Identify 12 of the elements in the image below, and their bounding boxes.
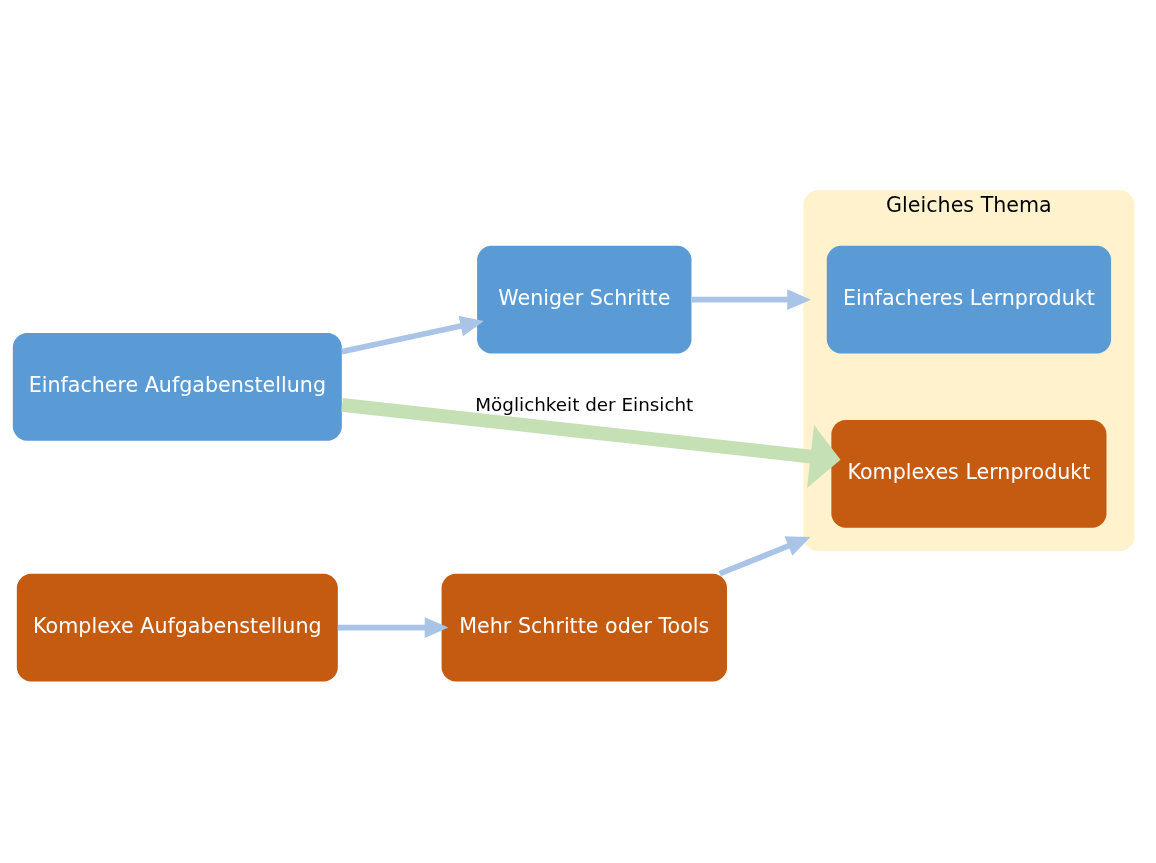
arrow — [718, 536, 811, 577]
node-box: Einfacheres Lernprodukt — [826, 245, 1112, 354]
node-box: Komplexe Aufgabenstellung — [16, 573, 338, 682]
node-box: Weniger Schritte — [477, 245, 692, 354]
arrow — [337, 617, 449, 638]
arrow — [341, 315, 484, 355]
node-box: Mehr Schritte oder Tools — [441, 573, 728, 682]
node-box: Komplexes Lernprodukt — [831, 420, 1107, 528]
edge-label: Möglichkeit der Einsicht — [475, 393, 694, 415]
node-box: Einfachere Aufgabenstellung — [12, 332, 342, 441]
arrow — [691, 289, 811, 311]
arrow — [341, 398, 841, 488]
